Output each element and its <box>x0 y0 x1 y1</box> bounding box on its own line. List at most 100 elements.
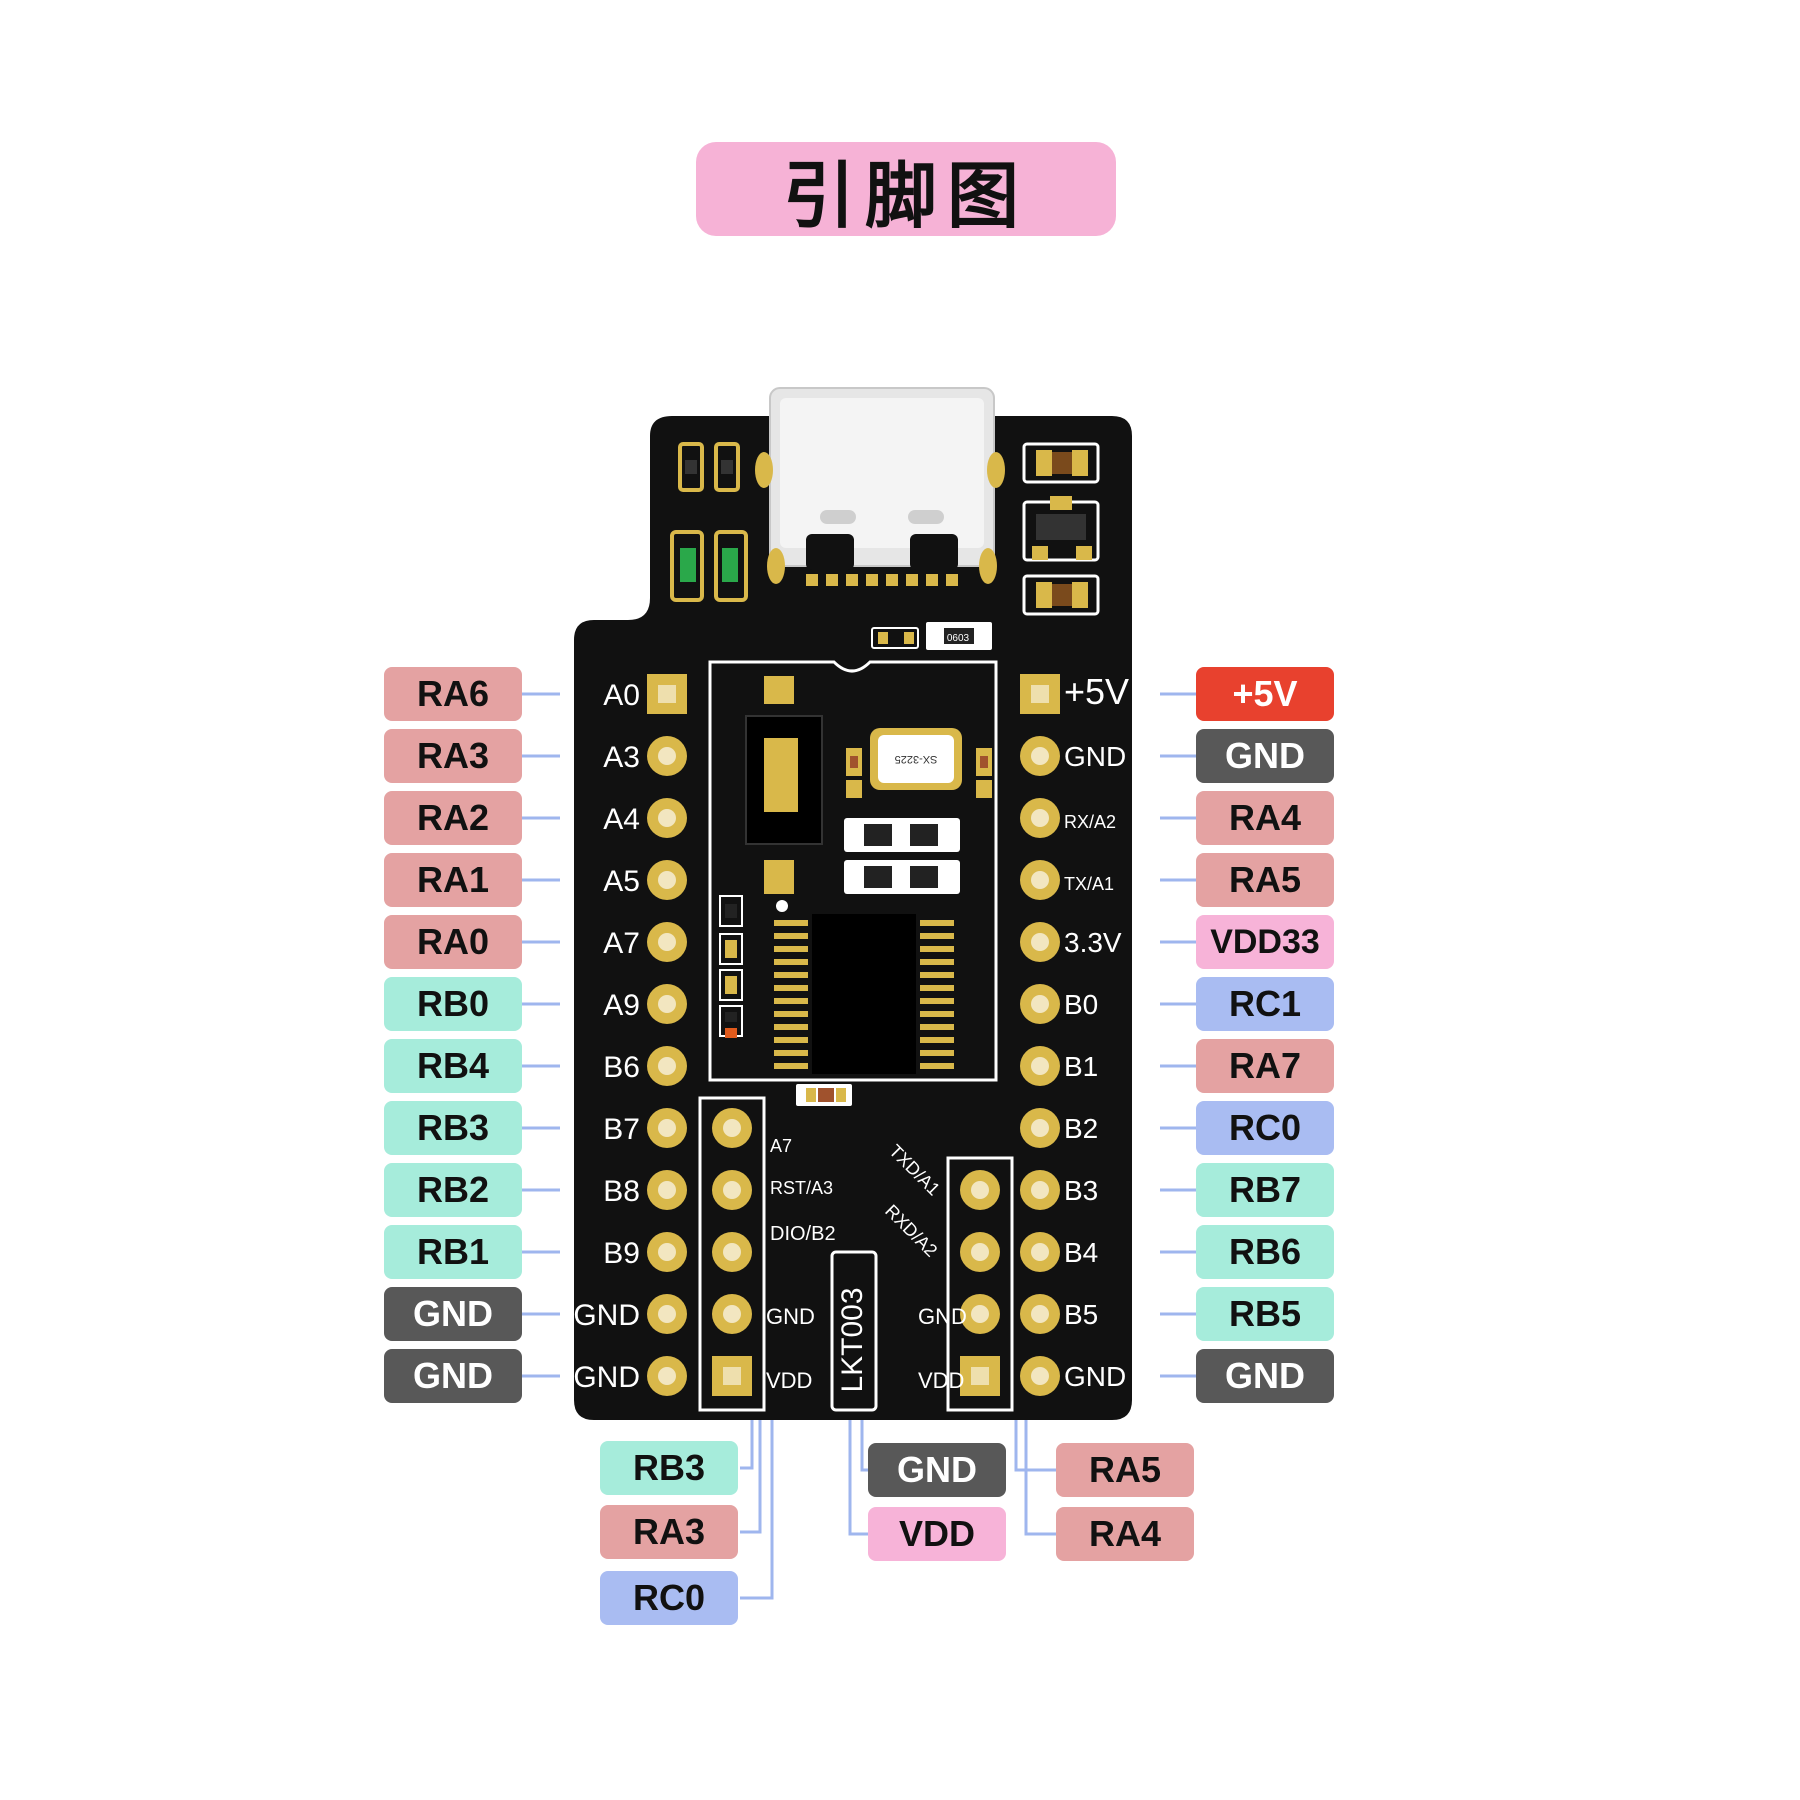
pad-hole <box>971 1367 989 1385</box>
right-pin-label: RA4 <box>1196 791 1334 845</box>
right-pin-silk: TX/A1 <box>1064 874 1114 894</box>
left-header-pad <box>647 1046 687 1086</box>
left-header-pad <box>647 1108 687 1148</box>
left-pin-silk: GND <box>573 1361 640 1394</box>
swd-pin-label: RA3 <box>600 1505 738 1559</box>
pad-hole <box>1031 1057 1049 1075</box>
right-pin-silk: B1 <box>1064 1051 1098 1082</box>
ic-pins <box>774 920 954 1069</box>
usb-pad <box>906 574 918 586</box>
right-pin-label: +5V <box>1196 667 1334 721</box>
right-pin-silk: 3.3V <box>1064 927 1122 958</box>
right-header-pad <box>1020 1170 1060 1210</box>
left-pin-label: RA6 <box>384 667 522 721</box>
left-pin-silk: A0 <box>603 679 640 712</box>
ic-pin <box>774 946 808 952</box>
power-pin-label: GND <box>868 1443 1006 1497</box>
pad-hole <box>723 1367 741 1385</box>
right-pin-silk: B4 <box>1064 1237 1098 1268</box>
left-pin-silk: A9 <box>603 989 640 1022</box>
left-pin-silk: A5 <box>603 865 640 898</box>
left-pin-label: RA0 <box>384 915 522 969</box>
ic-pin <box>920 1011 954 1017</box>
ic-pin <box>774 1063 808 1069</box>
right-pin-silk: B5 <box>1064 1299 1098 1330</box>
ic-pin <box>774 933 808 939</box>
pad-hole <box>1031 1305 1049 1323</box>
left-header-pad <box>647 860 687 900</box>
left-header-pad <box>647 984 687 1024</box>
mid-silk-vdd: VDD <box>918 1368 964 1393</box>
left-header-pad <box>647 798 687 838</box>
right-pin-label: VDD33 <box>1196 915 1334 969</box>
ic-pin <box>920 1024 954 1030</box>
pad-hole <box>723 1305 741 1323</box>
usb-pad <box>826 574 838 586</box>
mid-silk-gnd: GND <box>766 1304 815 1329</box>
right-header-pad <box>1020 736 1060 776</box>
left-pin-silk: B6 <box>603 1051 640 1084</box>
left-pin-label: RB4 <box>384 1039 522 1093</box>
left-pin-label: RA2 <box>384 791 522 845</box>
left-pin-silk: A4 <box>603 803 640 836</box>
ic-pin <box>920 972 954 978</box>
swd-header-pad <box>712 1170 752 1210</box>
left-pin-silk: A3 <box>603 741 640 774</box>
right-pin-label: RA5 <box>1196 853 1334 907</box>
right-header-pad <box>1020 922 1060 962</box>
right-pin-label: RC1 <box>1196 977 1334 1031</box>
pad-hole <box>1031 871 1049 889</box>
swd-header-pad <box>712 1356 752 1396</box>
right-header-pad <box>1020 674 1060 714</box>
pad-hole <box>971 1181 989 1199</box>
usb-pad <box>866 574 878 586</box>
left-header-pad <box>647 922 687 962</box>
chip-text: LKT003 <box>836 1287 869 1392</box>
pad-hole <box>1031 995 1049 1013</box>
ic-pin <box>774 1037 808 1043</box>
uart-pin-label: RA5 <box>1056 1443 1194 1497</box>
ic-pin <box>920 1063 954 1069</box>
swd-silk-a7: A7 <box>770 1136 792 1156</box>
pad-hole <box>1031 1243 1049 1261</box>
swd-silk-rst: RST/A3 <box>770 1178 833 1198</box>
ic-pin <box>920 1037 954 1043</box>
ic-pin <box>920 920 954 926</box>
left-pin-silk: A7 <box>603 927 640 960</box>
uart-header-pad <box>960 1232 1000 1272</box>
left-pin-label: RA1 <box>384 853 522 907</box>
usb-c-connector <box>769 387 995 570</box>
usb-pad <box>806 574 818 586</box>
right-header-pad <box>1020 1232 1060 1272</box>
left-header-pad <box>647 1170 687 1210</box>
ic-pin <box>774 1011 808 1017</box>
page-title: 引脚图 <box>696 142 1116 238</box>
right-pin-label: RB5 <box>1196 1287 1334 1341</box>
pad-hole <box>658 809 676 827</box>
pad-hole <box>658 1243 676 1261</box>
left-pin-silk: GND <box>573 1299 640 1332</box>
pad-hole <box>658 1119 676 1137</box>
right-pin-silk: GND <box>1064 1361 1126 1392</box>
pad-hole <box>1031 933 1049 951</box>
pad-hole <box>723 1243 741 1261</box>
right-header-pad <box>1020 1294 1060 1334</box>
uart-pin-label: RA4 <box>1056 1507 1194 1561</box>
ic-pin <box>920 998 954 1004</box>
uart-header-pad <box>960 1170 1000 1210</box>
right-pin-silk: +5V <box>1064 671 1129 712</box>
right-pin-label: GND <box>1196 1349 1334 1403</box>
ic-pin <box>774 972 808 978</box>
right-pin-label: RB7 <box>1196 1163 1334 1217</box>
pad-hole <box>1031 685 1049 703</box>
ic-pin <box>774 959 808 965</box>
usb-pad <box>846 574 858 586</box>
top-resistors: 0603 <box>871 622 992 650</box>
pad-hole <box>1031 1181 1049 1199</box>
left-pin-label: RB2 <box>384 1163 522 1217</box>
pad-hole <box>723 1181 741 1199</box>
right-pin-label: GND <box>1196 729 1334 783</box>
usb-pads <box>806 574 958 586</box>
header-pads <box>647 674 1060 1396</box>
right-header-pad <box>1020 1046 1060 1086</box>
